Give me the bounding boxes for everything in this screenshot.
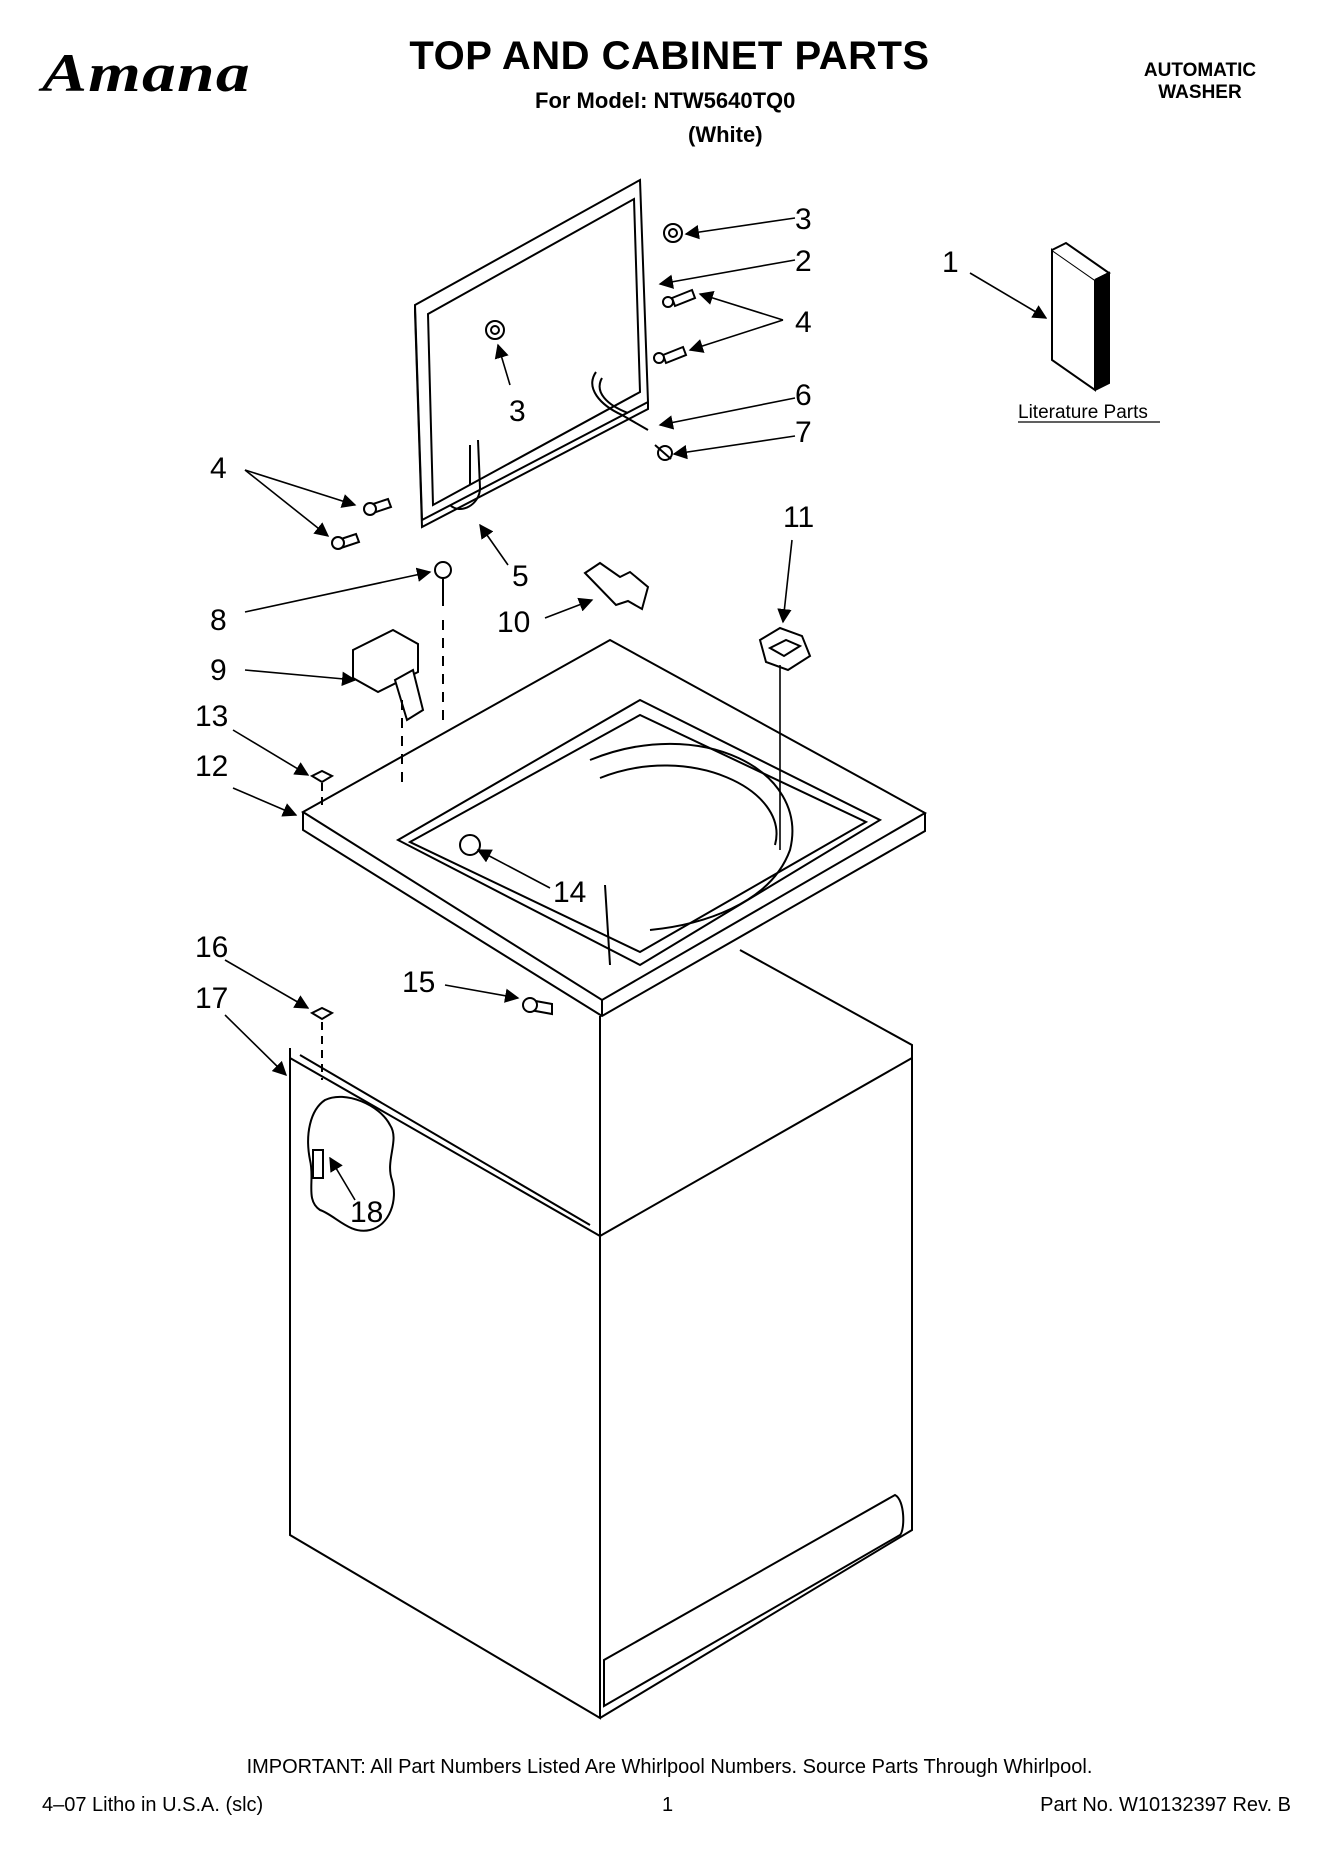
callout-13: 13 bbox=[195, 700, 228, 733]
lid-switch bbox=[352, 561, 452, 790]
callout-18: 18 bbox=[350, 1196, 383, 1229]
footer-litho: 4–07 Litho in U.S.A. (slc) bbox=[42, 1794, 264, 1816]
callout-4a: 4 bbox=[795, 306, 812, 339]
callout-2: 2 bbox=[795, 245, 812, 278]
footer-part-number: Part No. W10132397 Rev. B bbox=[1040, 1794, 1291, 1816]
lid-frame bbox=[413, 178, 650, 529]
cabinet-clip bbox=[309, 1006, 335, 1080]
color-line: (White) bbox=[688, 122, 763, 147]
model-line: For Model: NTW5640TQ0 bbox=[535, 88, 796, 113]
clip bbox=[583, 561, 650, 611]
callout-11: 11 bbox=[783, 501, 814, 534]
hinge-clip bbox=[654, 444, 673, 461]
callout-3b: 3 bbox=[509, 395, 526, 428]
callout-8: 8 bbox=[210, 604, 227, 637]
page-title: TOP AND CABINET PARTS bbox=[409, 34, 930, 78]
footer-page-number: 1 bbox=[662, 1794, 674, 1816]
product-type-line2: WASHER bbox=[1158, 82, 1242, 103]
literature-parts-label: Literature Parts bbox=[1018, 402, 1148, 423]
left-hinge-rod bbox=[449, 439, 482, 510]
hinge-screws-right bbox=[653, 288, 697, 365]
brand-logo: Amana bbox=[42, 43, 251, 103]
callout-16: 16 bbox=[195, 931, 228, 964]
callout-15: 15 bbox=[402, 966, 435, 999]
callout-4b: 4 bbox=[210, 452, 227, 485]
hinge-rod bbox=[591, 371, 649, 431]
footer-important-note: IMPORTANT: All Part Numbers Listed Are W… bbox=[246, 1756, 1093, 1778]
callout-7: 7 bbox=[795, 416, 812, 449]
top-clip bbox=[309, 769, 335, 810]
callout-12: 12 bbox=[195, 750, 228, 783]
callout-numbers: 1 2 3 3 4 4 5 6 7 8 9 10 11 12 13 14 15 … bbox=[195, 203, 959, 1229]
callout-9: 9 bbox=[210, 654, 227, 687]
cabinet-screw bbox=[522, 997, 553, 1016]
callout-3a: 3 bbox=[795, 203, 812, 236]
hinge-screws-left bbox=[331, 497, 393, 550]
callout-14: 14 bbox=[553, 876, 586, 909]
callout-5: 5 bbox=[512, 560, 529, 593]
callout-10: 10 bbox=[497, 606, 530, 639]
leader-lines bbox=[224, 217, 1048, 1201]
bleach-cap bbox=[758, 626, 812, 672]
callout-17: 17 bbox=[195, 982, 228, 1015]
top-panel bbox=[301, 638, 928, 1018]
cabinet-cutaway bbox=[307, 1095, 395, 1232]
literature-book-icon bbox=[1051, 241, 1111, 392]
lid-screws bbox=[485, 223, 683, 340]
callout-1: 1 bbox=[942, 246, 959, 279]
product-type-line1: AUTOMATIC bbox=[1143, 60, 1257, 81]
cabinet bbox=[289, 949, 913, 1720]
callout-6: 6 bbox=[795, 379, 812, 412]
